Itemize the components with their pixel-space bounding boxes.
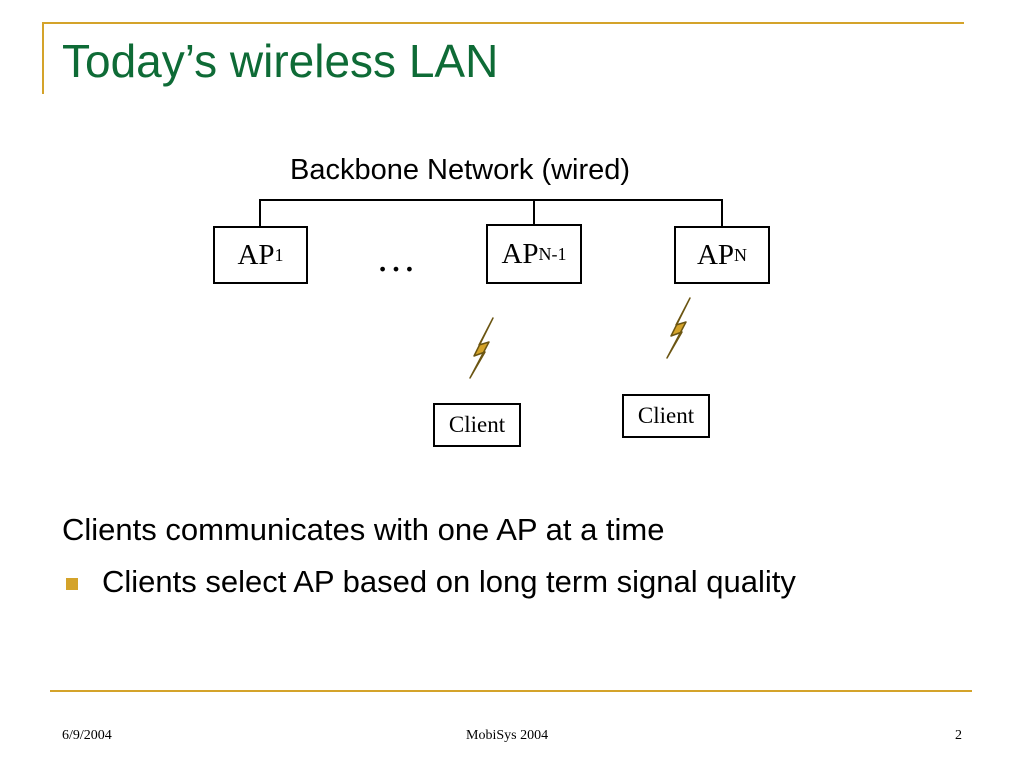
- ap-subscript: N: [734, 244, 748, 265]
- ap-label: AP: [696, 238, 735, 271]
- ap-subscript: 1: [274, 244, 284, 265]
- page-number: 2: [955, 728, 962, 743]
- client-box-right: Client: [622, 394, 710, 438]
- backbone-lines: [259, 199, 723, 226]
- title-frame-top-rule: [42, 22, 964, 24]
- slide-title: Today’s wireless LAN: [62, 35, 499, 87]
- bullet-square-icon: [66, 578, 78, 590]
- footer-center: MobiSys 2004: [466, 728, 549, 743]
- client-label: Client: [448, 412, 506, 437]
- ap-subscript: N-1: [538, 243, 567, 264]
- ap-label: AP: [237, 238, 275, 271]
- body-text-line: Clients communicates with one AP at a ti…: [62, 512, 665, 547]
- wireless-link-bolt-icon: [469, 317, 494, 379]
- wireless-link-bolt-icon: [666, 297, 691, 359]
- title-frame-left-rule: [42, 22, 44, 94]
- footer-rule: [50, 690, 972, 692]
- bullet-text: Clients select AP based on long term sig…: [102, 564, 796, 599]
- footer-date: 6/9/2004: [62, 728, 112, 743]
- backbone-network-label: Backbone Network (wired): [290, 154, 631, 186]
- ap-label: AP: [501, 237, 539, 270]
- client-label: Client: [637, 403, 695, 428]
- client-box-left: Client: [433, 403, 521, 447]
- ellipsis: …: [376, 235, 416, 280]
